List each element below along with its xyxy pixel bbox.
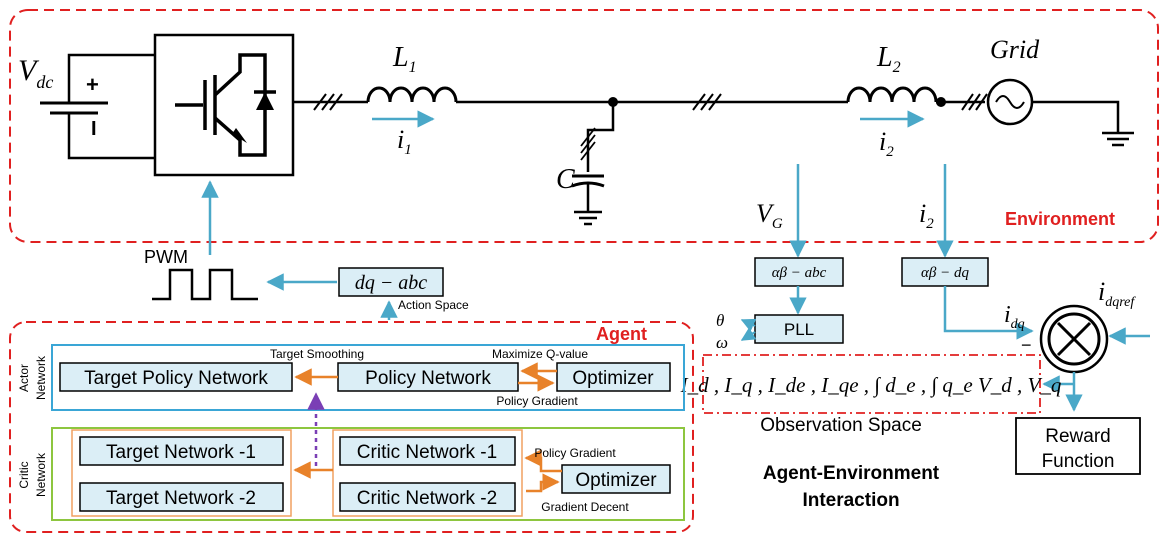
i1-label: i1 xyxy=(397,125,412,158)
minus-idq: − xyxy=(1021,335,1032,355)
minus-sign: I xyxy=(91,118,97,140)
ac-line-left xyxy=(293,93,368,111)
policy-gradient-label: Policy Gradient xyxy=(496,394,578,408)
inductor-l2: L2 i2 xyxy=(846,42,938,160)
target-policy-network: Target Policy Network xyxy=(84,368,268,389)
action-space-label: Action Space xyxy=(398,298,469,312)
pwm-block: PWM xyxy=(144,180,337,301)
critic-network-1: Critic Network -1 xyxy=(357,442,497,463)
i2-label: i2 xyxy=(879,127,894,160)
actor-label-1: Actor xyxy=(17,364,31,392)
ac-line-middle xyxy=(456,93,848,111)
environment-title: Environment xyxy=(1005,209,1115,229)
i2-measurement: i2 αβ − dq idq − xyxy=(901,164,1034,355)
critic-policy-gradient-label: Policy Gradient xyxy=(534,446,616,460)
inverter-block xyxy=(153,33,295,177)
vdc-label: Vdc xyxy=(18,54,53,92)
dq-abc-label: dq − abc xyxy=(355,272,427,294)
reward-function: Reward Function xyxy=(1015,417,1141,475)
reward-line2: Function xyxy=(1042,451,1115,472)
pwm-label: PWM xyxy=(144,247,188,267)
agent-title: Agent xyxy=(596,324,647,344)
observation-space: I_d , I_q , I_de , I_qe , ∫ d_e , ∫ q_e … xyxy=(680,354,1062,436)
grid-label: Grid xyxy=(990,35,1040,64)
critic-network-2: Critic Network -2 xyxy=(357,488,497,509)
omega-label: ω xyxy=(716,333,728,352)
reward-line1: Reward xyxy=(1045,426,1110,447)
interaction-line2: Interaction xyxy=(802,490,899,511)
ac-line-right xyxy=(936,93,988,111)
target-network-1: Target Network -1 xyxy=(106,442,256,463)
actor-optimizer: Optimizer xyxy=(572,368,654,389)
dc-source: Vdc + I xyxy=(18,53,155,160)
vg-label: VG xyxy=(756,199,783,232)
actor-network: Actor Network Target Policy Network Poli… xyxy=(17,344,685,411)
l2-label: L2 xyxy=(876,42,901,76)
idq-label: idq xyxy=(1004,302,1025,332)
ab-dq-label: αβ − dq xyxy=(921,265,969,281)
idqref-label: idqref xyxy=(1098,277,1136,310)
critic-label-1: Critic xyxy=(17,461,31,488)
gradient-decent-label: Gradient Decent xyxy=(541,500,629,514)
environment-region: Environment xyxy=(9,9,1159,243)
observation-formula: I_d , I_q , I_de , I_qe , ∫ d_e , ∫ q_e … xyxy=(680,373,1062,398)
grid-source: Grid xyxy=(986,35,1134,147)
actor-label-2: Network xyxy=(34,355,48,400)
agent-region: Agent xyxy=(9,321,694,533)
summing-junction: idqref xyxy=(1039,277,1150,412)
target-smoothing-label: Target Smoothing xyxy=(270,347,364,361)
critic-network: Critic Network Target Network -1 Target … xyxy=(17,427,685,521)
ab-abc-label: αβ − abc xyxy=(772,265,827,281)
theta-label: θ xyxy=(716,311,724,330)
critic-optimizer: Optimizer xyxy=(575,470,657,491)
dq-abc-block: dq − abc Action Space xyxy=(338,267,469,320)
capacitor: C xyxy=(556,102,615,226)
capacitor-label: C xyxy=(556,164,575,195)
plus-sign: + xyxy=(86,72,99,97)
observation-space-label: Observation Space xyxy=(760,415,922,436)
pll-label: PLL xyxy=(784,320,814,339)
interaction-line1: Agent-Environment xyxy=(763,463,940,484)
vg-measurement: VG αβ − abc PLL θ ω xyxy=(716,164,844,352)
maximize-q-label: Maximize Q-value xyxy=(492,347,588,361)
policy-network: Policy Network xyxy=(365,368,491,389)
critic-label-2: Network xyxy=(34,452,48,497)
target-network-2: Target Network -2 xyxy=(106,488,256,509)
inductor-l1: L1 i1 xyxy=(366,42,458,158)
l1-label: L1 xyxy=(392,42,417,76)
i2-meas-label: i2 xyxy=(919,199,934,232)
